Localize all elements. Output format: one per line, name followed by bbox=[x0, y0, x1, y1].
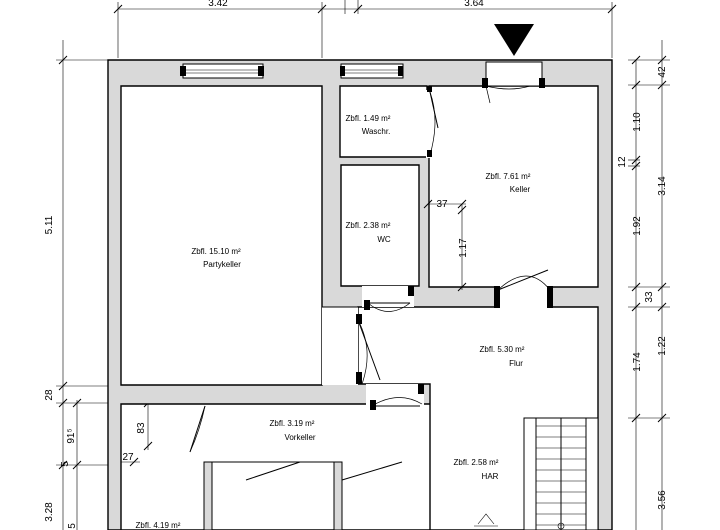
dim-right-2: 1.10 bbox=[632, 112, 643, 132]
left-dimension-chain: 5.11 28 91⁵ 83 5 27 3.28 5 bbox=[44, 40, 153, 530]
room-area: Zbfl. 15.10 m² bbox=[191, 247, 241, 256]
room-name: HAR bbox=[482, 472, 499, 481]
room-waschraum: Zbfl. 1.49 m² Waschr. bbox=[346, 114, 391, 136]
room-name: WC bbox=[377, 235, 391, 244]
door-vorkeller bbox=[366, 384, 424, 410]
staircase bbox=[474, 417, 599, 530]
room-keller: Zbfl. 7.61 m² Keller bbox=[486, 172, 531, 194]
room-area: Zbfl. 3.19 m² bbox=[270, 419, 315, 428]
door-keller-flur bbox=[494, 269, 553, 308]
door-wc bbox=[362, 286, 414, 312]
door-party-flur bbox=[356, 314, 381, 385]
door-vorkeller-left bbox=[189, 405, 206, 453]
dim-inner-1: 37 bbox=[436, 199, 448, 210]
dim-right-4: 3.14 bbox=[657, 176, 668, 196]
room-name: Partykeller bbox=[203, 260, 241, 269]
room-har: Zbfl. 2.58 m² HAR bbox=[454, 458, 499, 481]
dim-right-5: 1.92 bbox=[632, 216, 643, 236]
top-dimension-chain: 3.42 3.64 bbox=[113, 0, 617, 58]
room-area: Zbfl. 2.58 m² bbox=[454, 458, 499, 467]
dim-right-7: 1.22 bbox=[657, 336, 668, 356]
dim-left-8: 5 bbox=[67, 523, 78, 529]
dim-inner-2: 1.17 bbox=[458, 238, 469, 258]
walls bbox=[107, 59, 613, 530]
window-waschraum bbox=[340, 63, 404, 79]
dim-left-2: 28 bbox=[44, 389, 55, 401]
window-partykeller bbox=[180, 63, 264, 79]
vorkeller-partitions bbox=[203, 461, 403, 530]
north-arrow-icon bbox=[494, 24, 534, 56]
room-partykeller: Zbfl. 15.10 m² Partykeller bbox=[191, 247, 241, 269]
inner-dimensions: 37 1.17 bbox=[423, 199, 469, 292]
dim-right-6: 33 bbox=[644, 291, 655, 303]
dim-right-8: 1.74 bbox=[632, 352, 643, 372]
dim-top-1: 3.42 bbox=[208, 0, 228, 9]
room-area: Zbfl. 1.49 m² bbox=[346, 114, 391, 123]
room-flur: Zbfl. 5.30 m² Flur bbox=[480, 345, 525, 368]
room-area: Zbfl. 4.19 m² bbox=[136, 521, 181, 530]
room-name: Vorkeller bbox=[284, 433, 315, 442]
room-area: Zbfl. 2.38 m² bbox=[346, 221, 391, 230]
room-name: Keller bbox=[510, 185, 531, 194]
dim-right-3: 12 bbox=[617, 156, 628, 168]
room-name: Waschr. bbox=[362, 127, 391, 136]
dim-left-5: 5 bbox=[60, 461, 71, 467]
dim-left-4: 83 bbox=[136, 422, 147, 434]
dim-top-2: 3.64 bbox=[464, 0, 484, 9]
window-keller bbox=[482, 61, 545, 104]
dim-left-7: 3.28 bbox=[44, 502, 55, 522]
dim-left-1: 5.11 bbox=[44, 215, 55, 234]
dim-left-3: 91⁵ bbox=[66, 428, 77, 443]
dim-left-6: 27 bbox=[122, 452, 134, 463]
room-area: Zbfl. 7.61 m² bbox=[486, 172, 531, 181]
room-area: Zbfl. 5.30 m² bbox=[480, 345, 525, 354]
right-dimension-chain: 42 1.10 12 3.14 1.92 33 1.22 1.74 3.56 bbox=[617, 40, 670, 530]
room-vorkeller: Zbfl. 3.19 m² Vorkeller bbox=[270, 419, 316, 442]
room-wc: Zbfl. 2.38 m² WC bbox=[346, 221, 391, 244]
dim-right-9: 3.56 bbox=[657, 490, 668, 510]
room-bottom-left: Zbfl. 4.19 m² bbox=[136, 521, 181, 530]
door-waschraum bbox=[426, 86, 439, 158]
dim-right-1: 42 bbox=[657, 66, 668, 78]
room-name: Flur bbox=[509, 359, 523, 368]
